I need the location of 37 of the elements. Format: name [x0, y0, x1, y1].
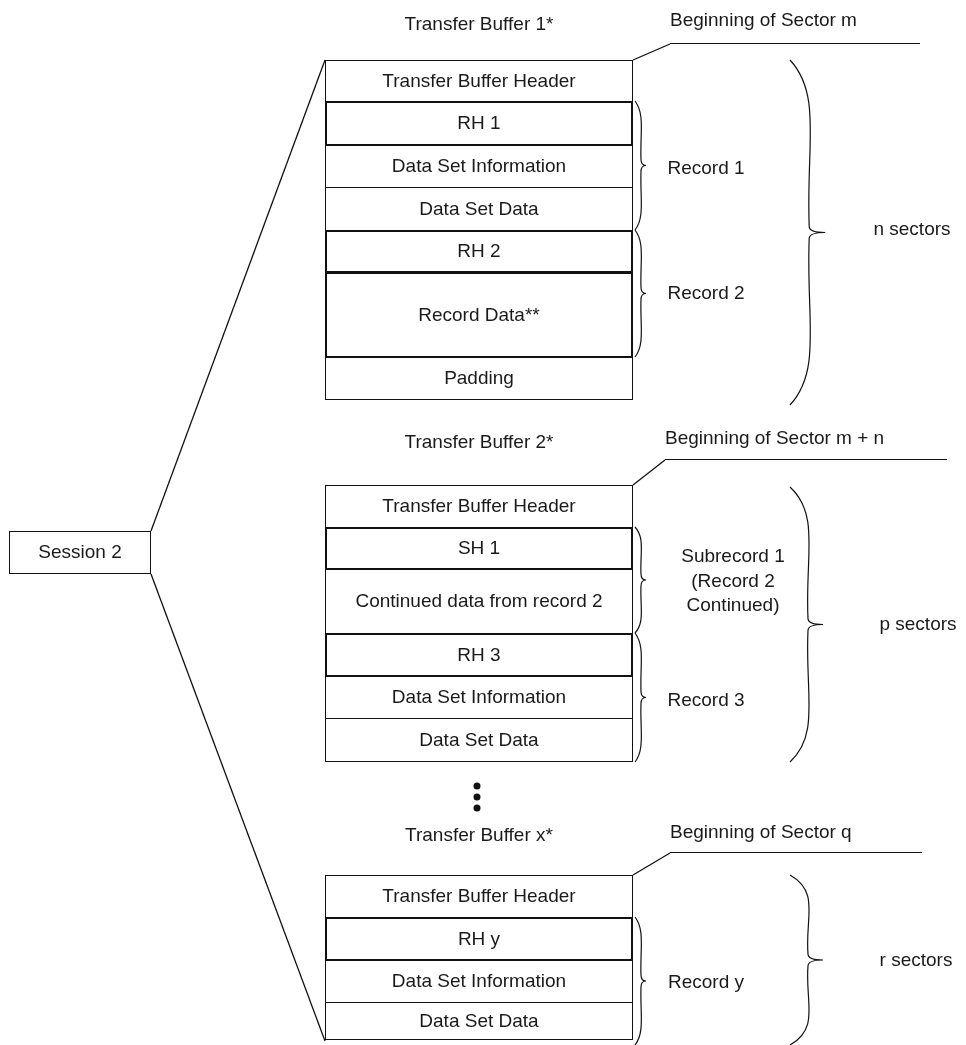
- callout-text: Beginning of Sector q: [670, 820, 852, 844]
- buffer-field-row: RH 1: [325, 101, 633, 146]
- buffer-field-row: Padding: [325, 357, 633, 400]
- buffer-field-row: Transfer Buffer Header: [325, 875, 633, 918]
- sector-count-label: n sectors: [873, 216, 951, 241]
- buffer-field-row: Data Set Data: [325, 1002, 633, 1040]
- expansion-line: [150, 573, 326, 1042]
- buffer-field-row: RH 2: [325, 230, 633, 273]
- buffer-title: Transfer Buffer 1*: [403, 12, 555, 36]
- record-label: Record 3: [667, 687, 745, 712]
- record-label: Record 1: [667, 155, 745, 180]
- expansion-line: [150, 59, 326, 532]
- record-label: Record 2: [667, 280, 745, 305]
- leader-line: [632, 852, 671, 876]
- buffer-field-row: Data Set Information: [325, 145, 633, 188]
- buffer-field-row: RH 3: [325, 633, 633, 677]
- buffer-field-row: Transfer Buffer Header: [325, 60, 633, 102]
- buffer-field-row: Data Set Data: [325, 187, 633, 231]
- buffer-field-row: Transfer Buffer Header: [325, 485, 633, 528]
- leader-line: [632, 43, 671, 61]
- buffer-title: Transfer Buffer x*: [404, 823, 554, 847]
- sector-count-label: p sectors: [879, 611, 957, 636]
- buffer-field-row: SH 1: [325, 527, 633, 570]
- callout-text: Beginning of Sector m + n: [665, 426, 885, 450]
- record-label: Subrecord 1 (Record 2 Continued): [680, 543, 786, 618]
- buffer-field-row: Continued data from record 2: [325, 569, 633, 634]
- record-label: Record y: [668, 969, 744, 994]
- buffer-field-row: Data Set Information: [325, 960, 633, 1003]
- buffer-field-row: Data Set Data: [325, 718, 633, 762]
- buffer-title: Transfer Buffer 2*: [403, 430, 555, 454]
- sector-count-label: r sectors: [879, 947, 953, 972]
- buffer-field-row: Record Data**: [325, 272, 633, 358]
- leader-line: [632, 459, 666, 486]
- session-box: Session 2: [9, 531, 151, 574]
- callout-text: Beginning of Sector m: [670, 8, 857, 32]
- buffer-field-row: RH y: [325, 917, 633, 961]
- buffer-field-row: Data Set Information: [325, 676, 633, 719]
